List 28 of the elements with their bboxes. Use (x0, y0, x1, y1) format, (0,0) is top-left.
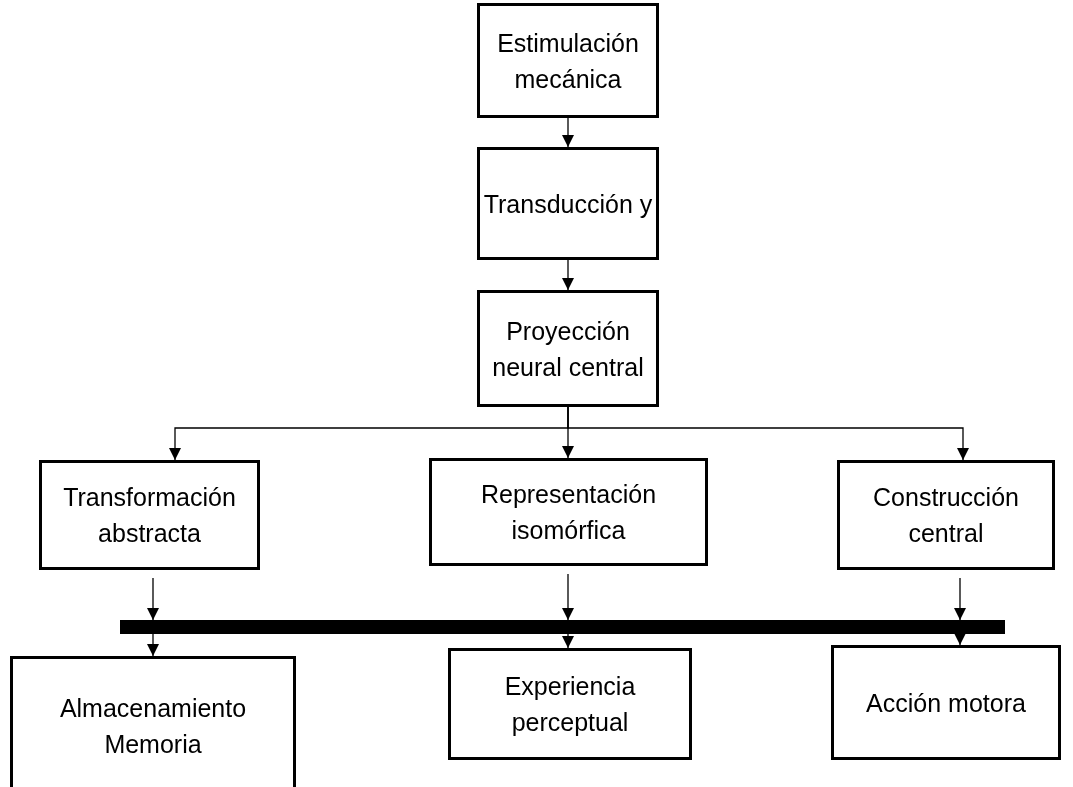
process-box (429, 458, 708, 566)
arrow (562, 117, 574, 148)
arrow (567, 406, 969, 461)
box-label: Transducción y (483, 188, 653, 220)
box-label: Construcción central (872, 482, 1020, 549)
process-box (10, 656, 296, 787)
box-label: Representación isomórfica (479, 479, 658, 546)
process-box (477, 290, 659, 407)
arrow (954, 577, 966, 621)
process-box (831, 645, 1061, 760)
arrow (147, 633, 159, 657)
box-label: Transformación abstracta (62, 482, 237, 549)
arrow (562, 573, 574, 621)
box-label: Acción motora (866, 687, 1026, 719)
process-box (477, 3, 659, 118)
box-label: Proyección neural central (491, 315, 645, 383)
box-label: Estimulación mecánica (496, 27, 640, 95)
arrow (954, 633, 966, 646)
process-box (39, 460, 260, 570)
box-label: Almacenamiento Memoria (58, 693, 248, 760)
process-box (837, 460, 1055, 570)
process-box (477, 147, 659, 260)
horizontal-bar (120, 620, 1005, 634)
process-box (448, 648, 692, 760)
arrow (147, 577, 159, 621)
arrow (562, 259, 574, 291)
box-label: Experiencia perceptual (503, 671, 637, 738)
arrow (562, 633, 574, 649)
